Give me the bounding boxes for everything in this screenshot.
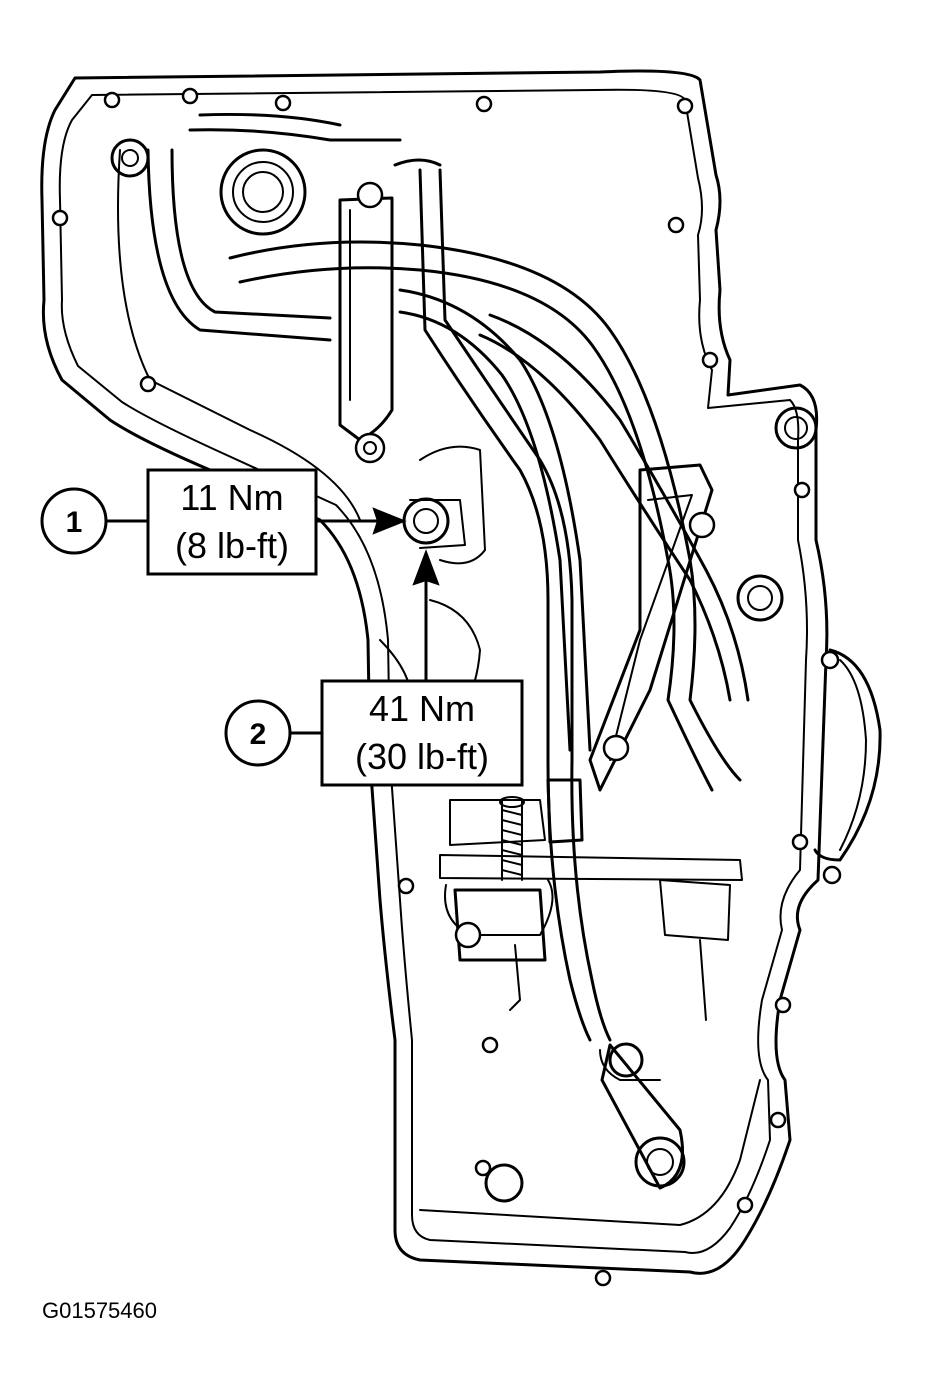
threaded-boss-upper-right <box>774 406 818 450</box>
tube-retaining-bracket <box>338 181 394 464</box>
callout-2-arrowhead <box>412 549 440 586</box>
manual-valve-lever <box>588 463 784 792</box>
lower-left-boss <box>484 1163 524 1203</box>
callout-2-torque-metric: 41 Nm <box>369 688 475 729</box>
filler-plug-boss <box>219 148 307 236</box>
callout-1: 1 11 Nm (8 lb-ft) <box>40 468 407 576</box>
tube-clamp <box>546 778 584 844</box>
callout-1-number: 1 <box>66 506 83 539</box>
cooler-tubes <box>146 112 750 1042</box>
callout-2: 2 41 Nm (30 lb-ft) <box>224 549 524 787</box>
figure-reference-code: G01575460 <box>42 1298 157 1323</box>
callout-1-box <box>146 468 318 576</box>
detent-spring <box>499 796 525 881</box>
servo-cover <box>813 648 882 885</box>
callout-1-torque-imperial: (8 lb-ft) <box>175 525 289 566</box>
gasket-bolt-holes <box>51 87 811 1287</box>
callout-2-box <box>320 679 524 787</box>
housing-outline <box>40 69 829 1275</box>
lower-bracket <box>453 888 547 962</box>
cooler-line-fitting <box>402 497 466 549</box>
callout-2-number: 2 <box>250 718 267 751</box>
callout-2-torque-imperial: (30 lb-ft) <box>355 736 489 777</box>
upper-left-fitting <box>110 138 150 178</box>
lower-link-arm <box>600 1043 684 1190</box>
callout-1-arrowhead <box>372 507 407 535</box>
callout-1-torque-metric: 11 Nm <box>180 477 283 518</box>
